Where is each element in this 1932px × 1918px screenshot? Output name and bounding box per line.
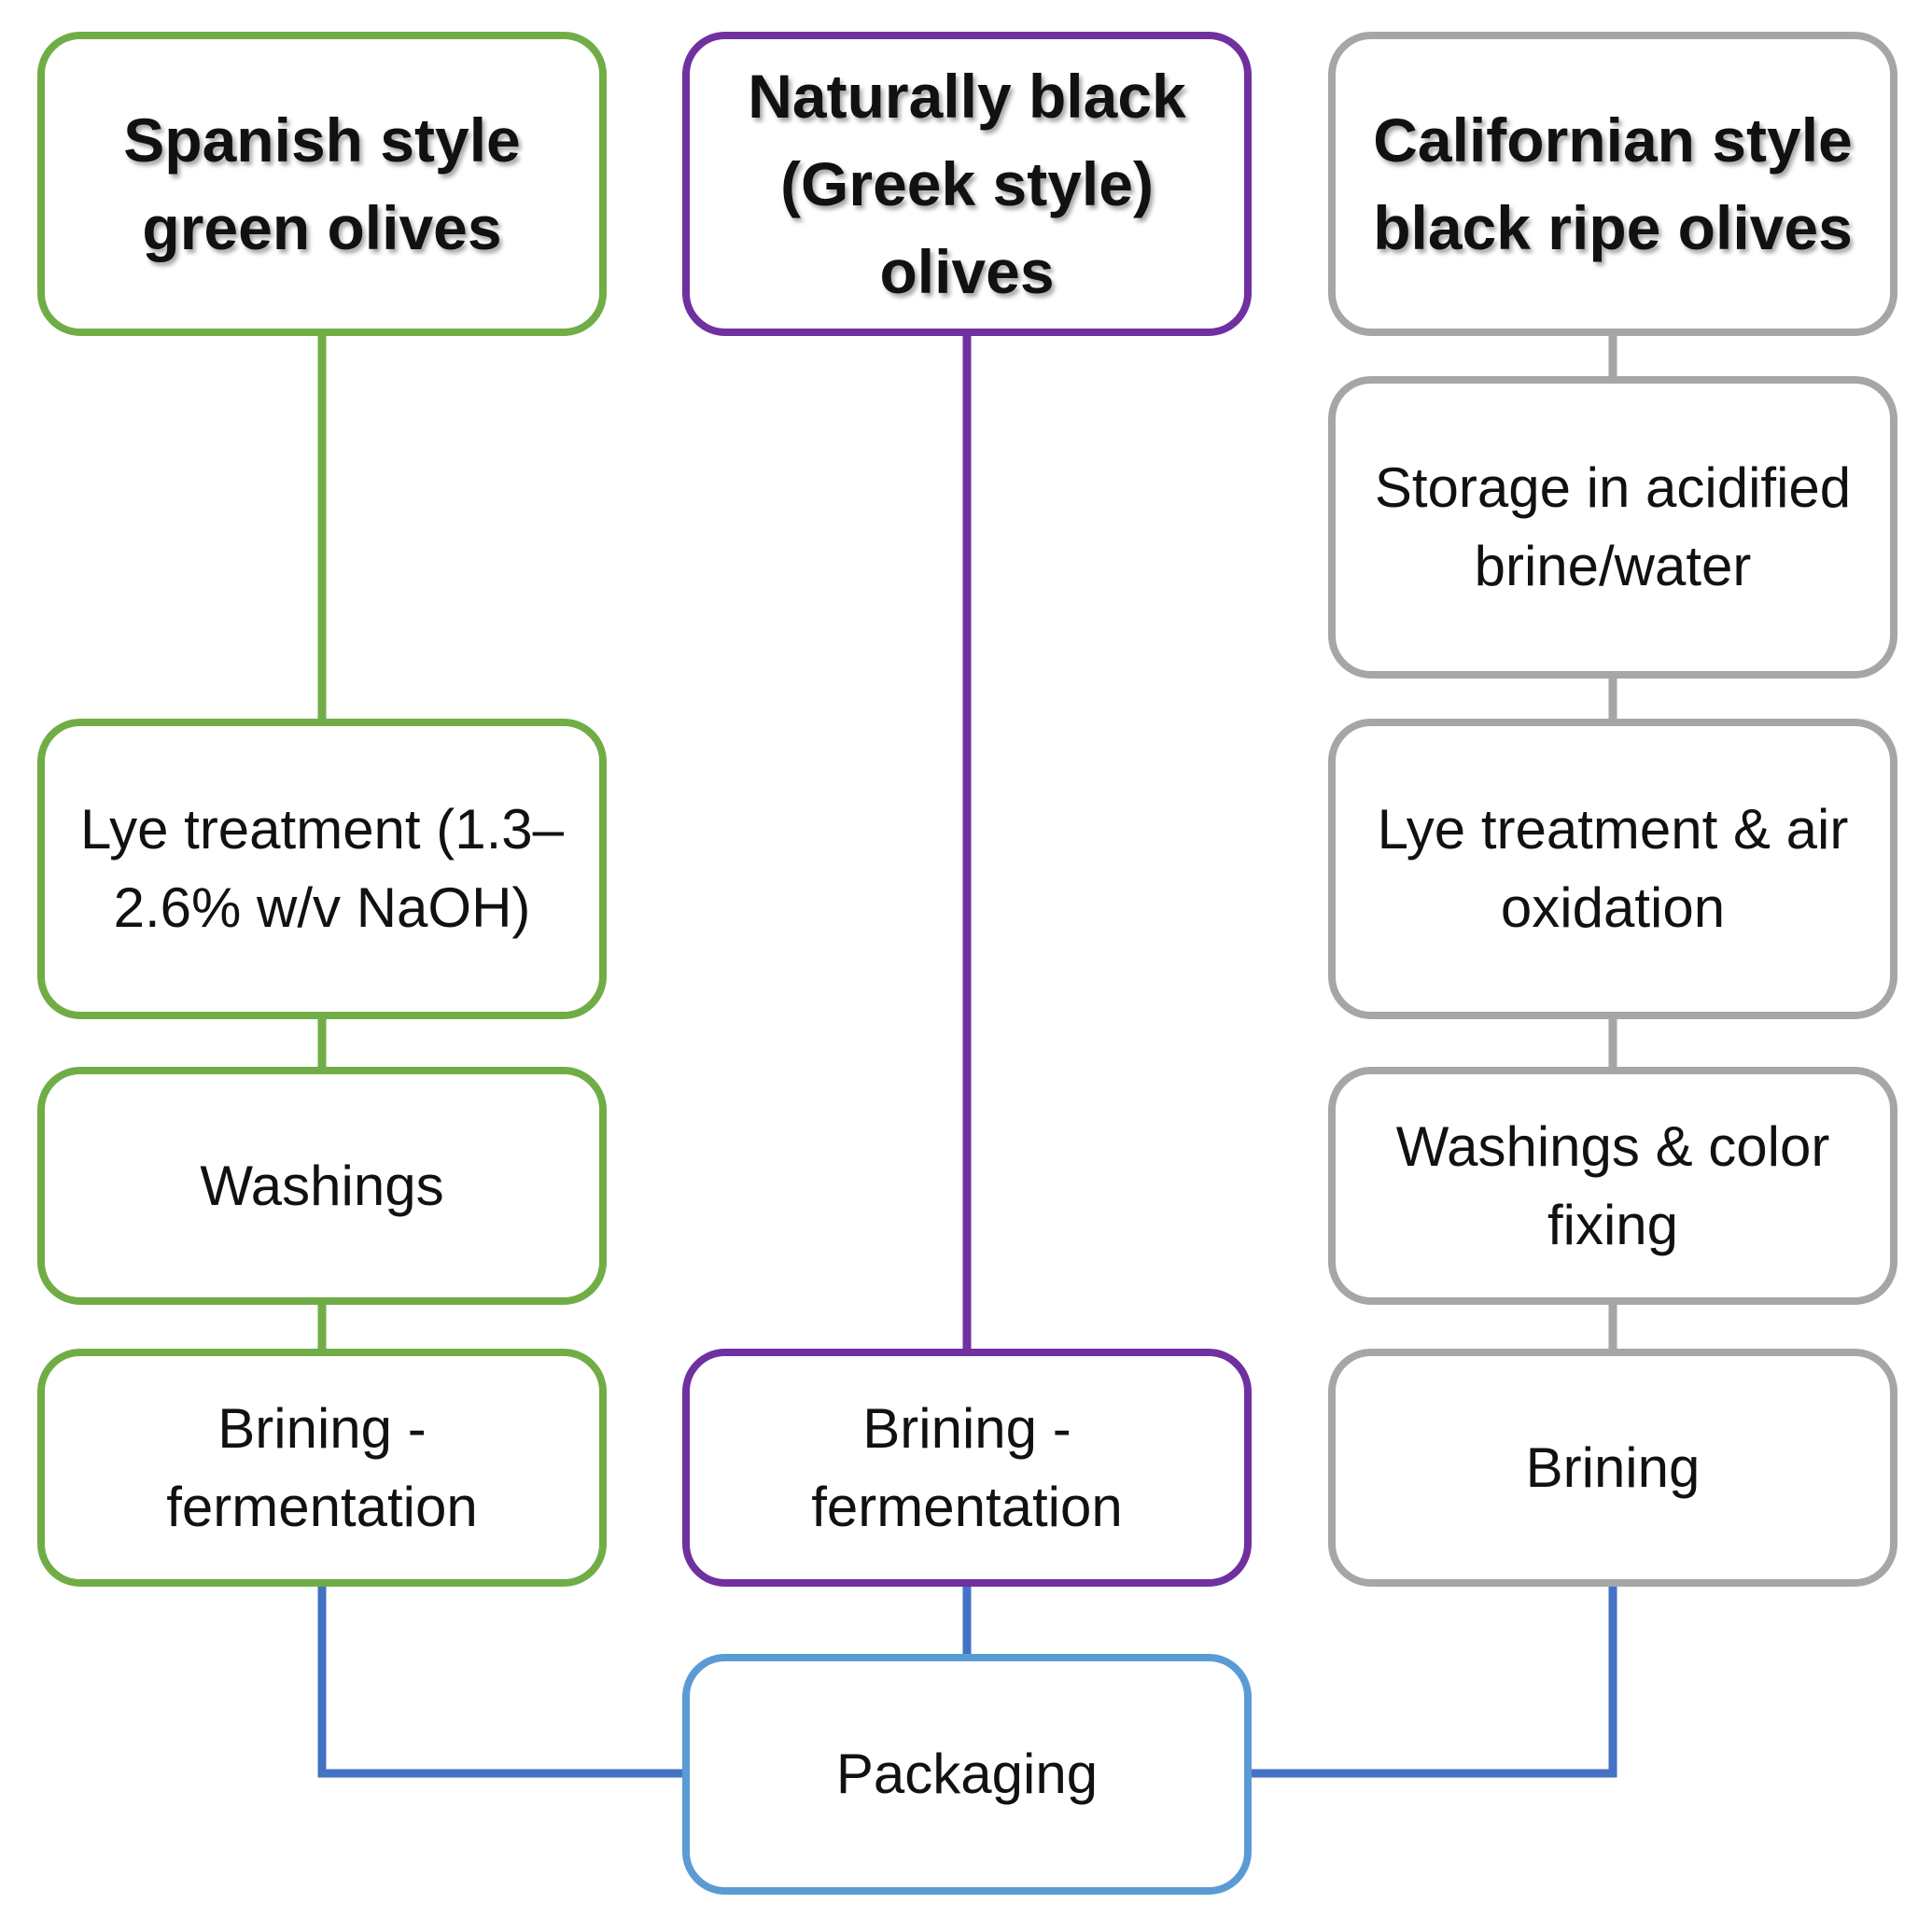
californian-storage-label: Storage in acidified brine/water xyxy=(1374,456,1852,597)
spanish-brining-fermentation-box: Brining - fermentation xyxy=(37,1349,607,1587)
californian-washings-color-fixing-box: Washings & color fixing xyxy=(1328,1067,1897,1305)
spanish-style-title-box: Spanish style green olives xyxy=(37,32,607,336)
greek-style-title: Naturally black (Greek style) olives xyxy=(748,62,1186,306)
spanish-washings-label: Washings xyxy=(200,1154,444,1217)
californian-style-title: Californian style black ripe olives xyxy=(1373,105,1853,262)
connector-californian-to-packaging xyxy=(1247,1587,1617,1778)
greek-brining-fermentation-box: Brining - fermentation xyxy=(682,1349,1252,1587)
spanish-lye-treatment-label: Lye treatment (1.3–2.6% w/v NaOH) xyxy=(79,798,565,939)
spanish-style-title: Spanish style green olives xyxy=(123,105,521,262)
californian-washings-color-fixing-label: Washings & color fixing xyxy=(1395,1114,1830,1256)
packaging-box: Packaging xyxy=(682,1654,1252,1895)
spanish-brining-fermentation-label: Brining - fermentation xyxy=(166,1396,478,1538)
californian-lye-oxidation-box: Lye treatment & air oxidation xyxy=(1328,719,1897,1019)
greek-style-title-box: Naturally black (Greek style) olives xyxy=(682,32,1252,336)
packaging-label: Packaging xyxy=(835,1743,1099,1805)
greek-brining-fermentation-label: Brining - fermentation xyxy=(811,1396,1123,1538)
californian-brining-label: Brining xyxy=(1525,1435,1701,1499)
californian-storage-box: Storage in acidified brine/water xyxy=(1328,376,1897,679)
spanish-washings-box: Washings xyxy=(37,1067,607,1305)
californian-brining-box: Brining xyxy=(1328,1349,1897,1587)
connector-spanish-to-packaging xyxy=(317,1587,688,1778)
spanish-lye-treatment-box: Lye treatment (1.3–2.6% w/v NaOH) xyxy=(37,719,607,1019)
californian-lye-oxidation-label: Lye treatment & air oxidation xyxy=(1377,798,1849,939)
californian-style-title-box: Californian style black ripe olives xyxy=(1328,32,1897,336)
